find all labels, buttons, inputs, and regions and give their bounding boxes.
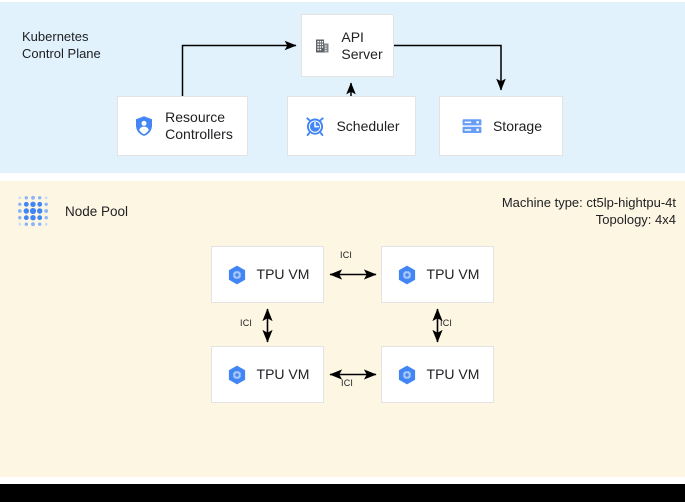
node-pool-panel [0,181,685,477]
tpu-vm-3-label: TPU VM [256,366,310,382]
node-pool-header: Node Pool [14,192,128,230]
tpu-vm-1[interactable]: TPU VM [211,246,324,303]
tpu-hexagon-icon [226,364,248,386]
node-pool-label: Node Pool [65,203,129,219]
bottom-bar [0,484,685,502]
node-scheduler[interactable]: Scheduler [287,96,416,156]
node-resource-controllers[interactable]: Resource Controllers [117,96,248,156]
ici-label-left: ICI [240,318,253,328]
tpu-hexagon-icon [396,264,418,286]
server-storage-icon [460,114,484,138]
tpu-vm-4[interactable]: TPU VM [381,346,494,403]
tpu-vm-2-label: TPU VM [426,266,480,282]
tpu-vm-2[interactable]: TPU VM [381,246,494,303]
node-api-server-label: API Server [341,28,383,62]
tpu-vm-1-label: TPU VM [256,266,310,282]
shield-user-icon [132,114,156,138]
ici-label-bottom: ICI [341,378,354,388]
tpu-hexagon-icon [226,264,248,286]
node-api-server[interactable]: API Server [301,14,394,77]
ici-label-right: ICI [440,318,453,328]
tpu-vm-4-label: TPU VM [426,366,480,382]
node-storage-label: Storage [492,117,543,134]
ici-label-top: ICI [340,250,353,260]
node-storage[interactable]: Storage [439,96,563,156]
control-plane-title: Kubernetes Control Plane [22,29,101,61]
machine-type-text: Machine type: ct5lp-hightpu-4t [501,195,676,210]
dot-matrix-icon [14,192,52,230]
node-scheduler-label: Scheduler [336,117,400,134]
node-resource-controllers-label: Resource Controllers [165,109,233,142]
building-icon [312,36,332,56]
alarm-clock-icon [303,114,327,138]
topology-text: Topology: 4x4 [595,212,676,227]
tpu-vm-3[interactable]: TPU VM [211,346,324,403]
tpu-hexagon-icon [396,364,418,386]
node-pool-meta: Machine type: ct5lp-hightpu-4t Topology:… [502,194,676,228]
